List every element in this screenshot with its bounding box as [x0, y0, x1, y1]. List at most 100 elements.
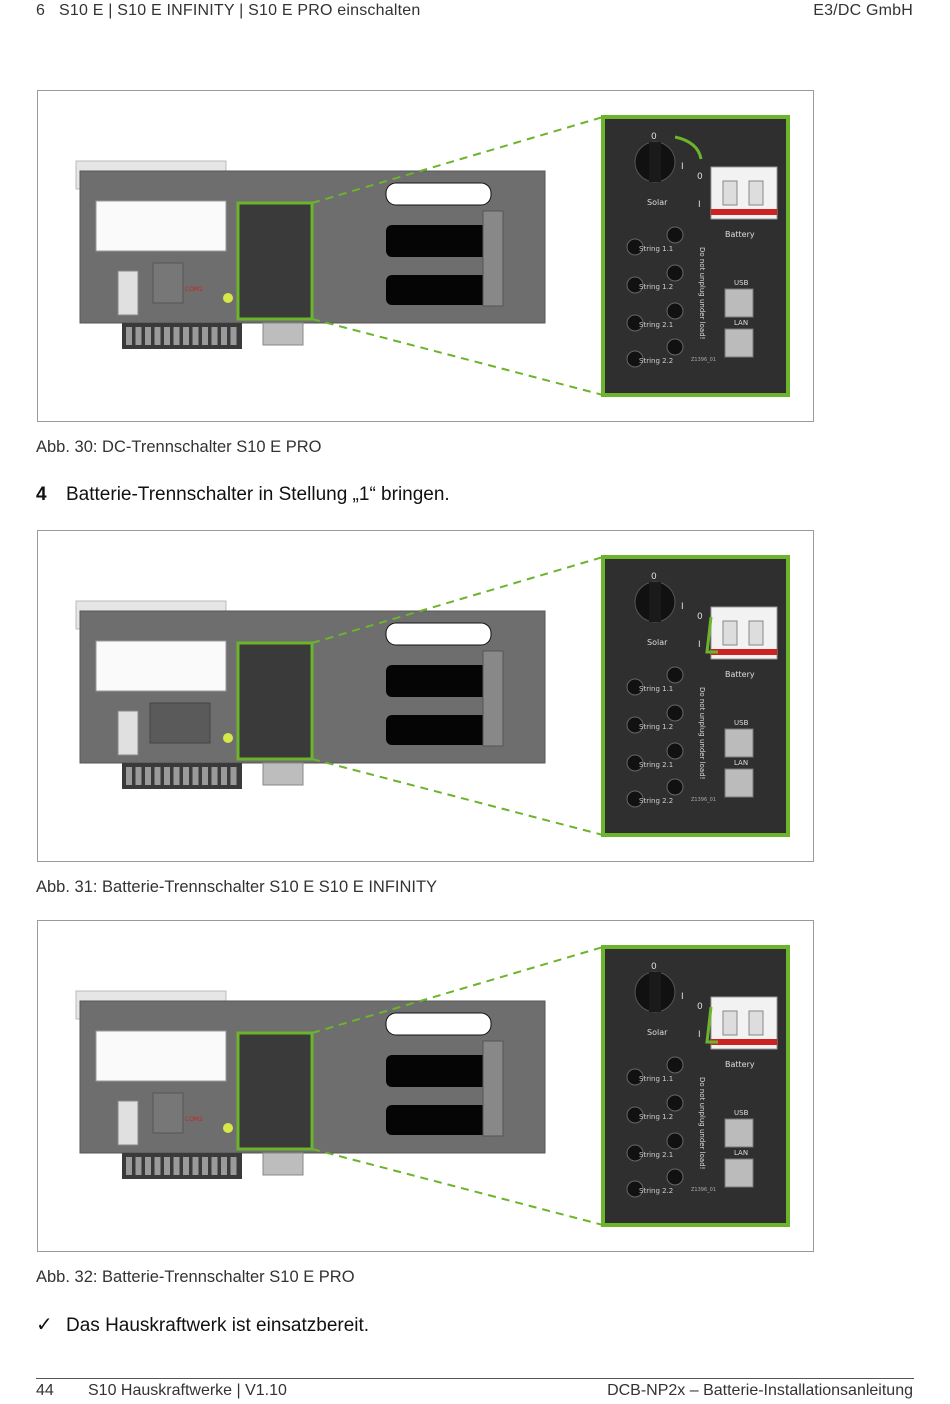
lan-port — [724, 1158, 754, 1188]
checkmark-icon: ✓ — [36, 1314, 53, 1336]
mc4-connector — [626, 1068, 644, 1086]
panel-label: Solar — [647, 198, 668, 207]
mc4-connector — [666, 264, 684, 282]
usb-port — [724, 728, 754, 758]
panel-label: USB — [734, 719, 749, 727]
vent-slot — [183, 767, 189, 785]
vent-slot — [192, 767, 199, 785]
zoom-line-top — [311, 116, 604, 204]
mc4-connector — [666, 742, 684, 760]
mc4-connector — [626, 678, 644, 696]
mc4-connector — [626, 754, 644, 772]
mc4-connector — [666, 1168, 684, 1186]
footer-document: DCB-NP2x – Batterie-Installationsanleitu… — [607, 1382, 913, 1399]
figure-caption: Abb. 30: DC-Trennschalter S10 E PRO — [36, 438, 322, 456]
step-number: 4 — [36, 484, 47, 505]
panel-label: Z1396_01 — [691, 357, 716, 363]
breaker-lever — [722, 1010, 738, 1036]
panel-label: Battery — [725, 670, 755, 679]
panel-label: String 2.1 — [639, 321, 673, 329]
vent-slot — [183, 1157, 189, 1175]
display-window — [95, 200, 227, 252]
vent-slot — [154, 767, 161, 785]
vent-slot — [221, 327, 227, 345]
panel-label: String 1.1 — [639, 245, 673, 253]
dc-panel-enlarged — [603, 557, 788, 835]
vent-slot — [211, 767, 218, 785]
highlight-frame-enlarged — [601, 115, 790, 397]
slot-middle — [386, 1055, 491, 1087]
mc4-connector — [626, 790, 644, 808]
panel-label: 0 — [651, 132, 657, 142]
highlight-frame-small — [236, 201, 314, 321]
header-section-title: S10 E | S10 E INFINITY | S10 E PRO einsc… — [59, 2, 421, 19]
usb-port — [724, 1118, 754, 1148]
vent-slot — [164, 327, 170, 345]
mc4-connector — [666, 1056, 684, 1074]
header-section-number: 6 — [36, 2, 46, 19]
slot-top — [385, 182, 492, 206]
breaker-red-strip — [711, 209, 777, 215]
panel-label: String 2.1 — [639, 1151, 673, 1159]
vent-slot — [230, 1157, 237, 1175]
panel-label: String 1.1 — [639, 685, 673, 693]
mc4-connector — [666, 338, 684, 356]
zoom-line-bottom — [311, 758, 604, 836]
panel-label: Solar — [647, 638, 668, 647]
status-led — [223, 293, 233, 303]
slot-top — [385, 622, 492, 646]
panel-label: String 2.2 — [639, 357, 673, 365]
mc4-connector — [666, 302, 684, 320]
toggle-arrow — [705, 1006, 718, 1044]
highlight-frame-enlarged — [601, 945, 790, 1227]
mc4-connector — [626, 716, 644, 734]
vent-slot — [211, 1157, 218, 1175]
vent-slot — [154, 1157, 161, 1175]
highlight-frame-small — [236, 1031, 314, 1151]
panel-label: COM2 — [185, 286, 203, 293]
connector-block — [117, 1100, 139, 1146]
slot-bottom — [386, 715, 491, 745]
vent-slot — [154, 327, 161, 345]
zoom-line-top — [311, 556, 604, 644]
panel-label: I — [698, 200, 701, 210]
dc-panel-enlarged — [603, 947, 788, 1225]
panel-label: Solar — [647, 1028, 668, 1037]
breaker-lever — [722, 180, 738, 206]
lan-port — [724, 328, 754, 358]
slot-top — [385, 1012, 492, 1036]
mc4-connector — [666, 1132, 684, 1150]
rotary-handle — [649, 582, 661, 622]
mc4-connector — [626, 276, 644, 294]
connector-block — [117, 270, 139, 316]
com-terminal-block — [152, 1092, 184, 1134]
mc4-connector — [666, 704, 684, 722]
com-terminal-block — [152, 262, 184, 304]
cover-plate — [149, 702, 211, 744]
slot-middle — [386, 665, 491, 697]
vent-slot — [173, 1157, 180, 1175]
footer-divider — [36, 1378, 914, 1379]
rotary-handle — [649, 142, 661, 182]
highlight-frame-enlarged — [601, 555, 790, 837]
vent-slot — [173, 767, 180, 785]
panel-label: USB — [734, 1109, 749, 1117]
panel-label: Z1396_01 — [691, 797, 716, 803]
panel-label: 0 — [651, 572, 657, 582]
vent-slot — [192, 327, 199, 345]
vent-slot — [126, 1157, 132, 1175]
vent-slot — [221, 1157, 227, 1175]
rotation-arrow — [674, 135, 703, 160]
cable-gland-box — [262, 1152, 304, 1176]
status-led — [223, 733, 233, 743]
panel-label: 0 — [697, 612, 703, 622]
breaker-lever — [748, 180, 764, 206]
vent-slot — [230, 767, 237, 785]
panel-label: I — [698, 1030, 701, 1040]
display-window — [95, 640, 227, 692]
vent-slot — [192, 1157, 199, 1175]
